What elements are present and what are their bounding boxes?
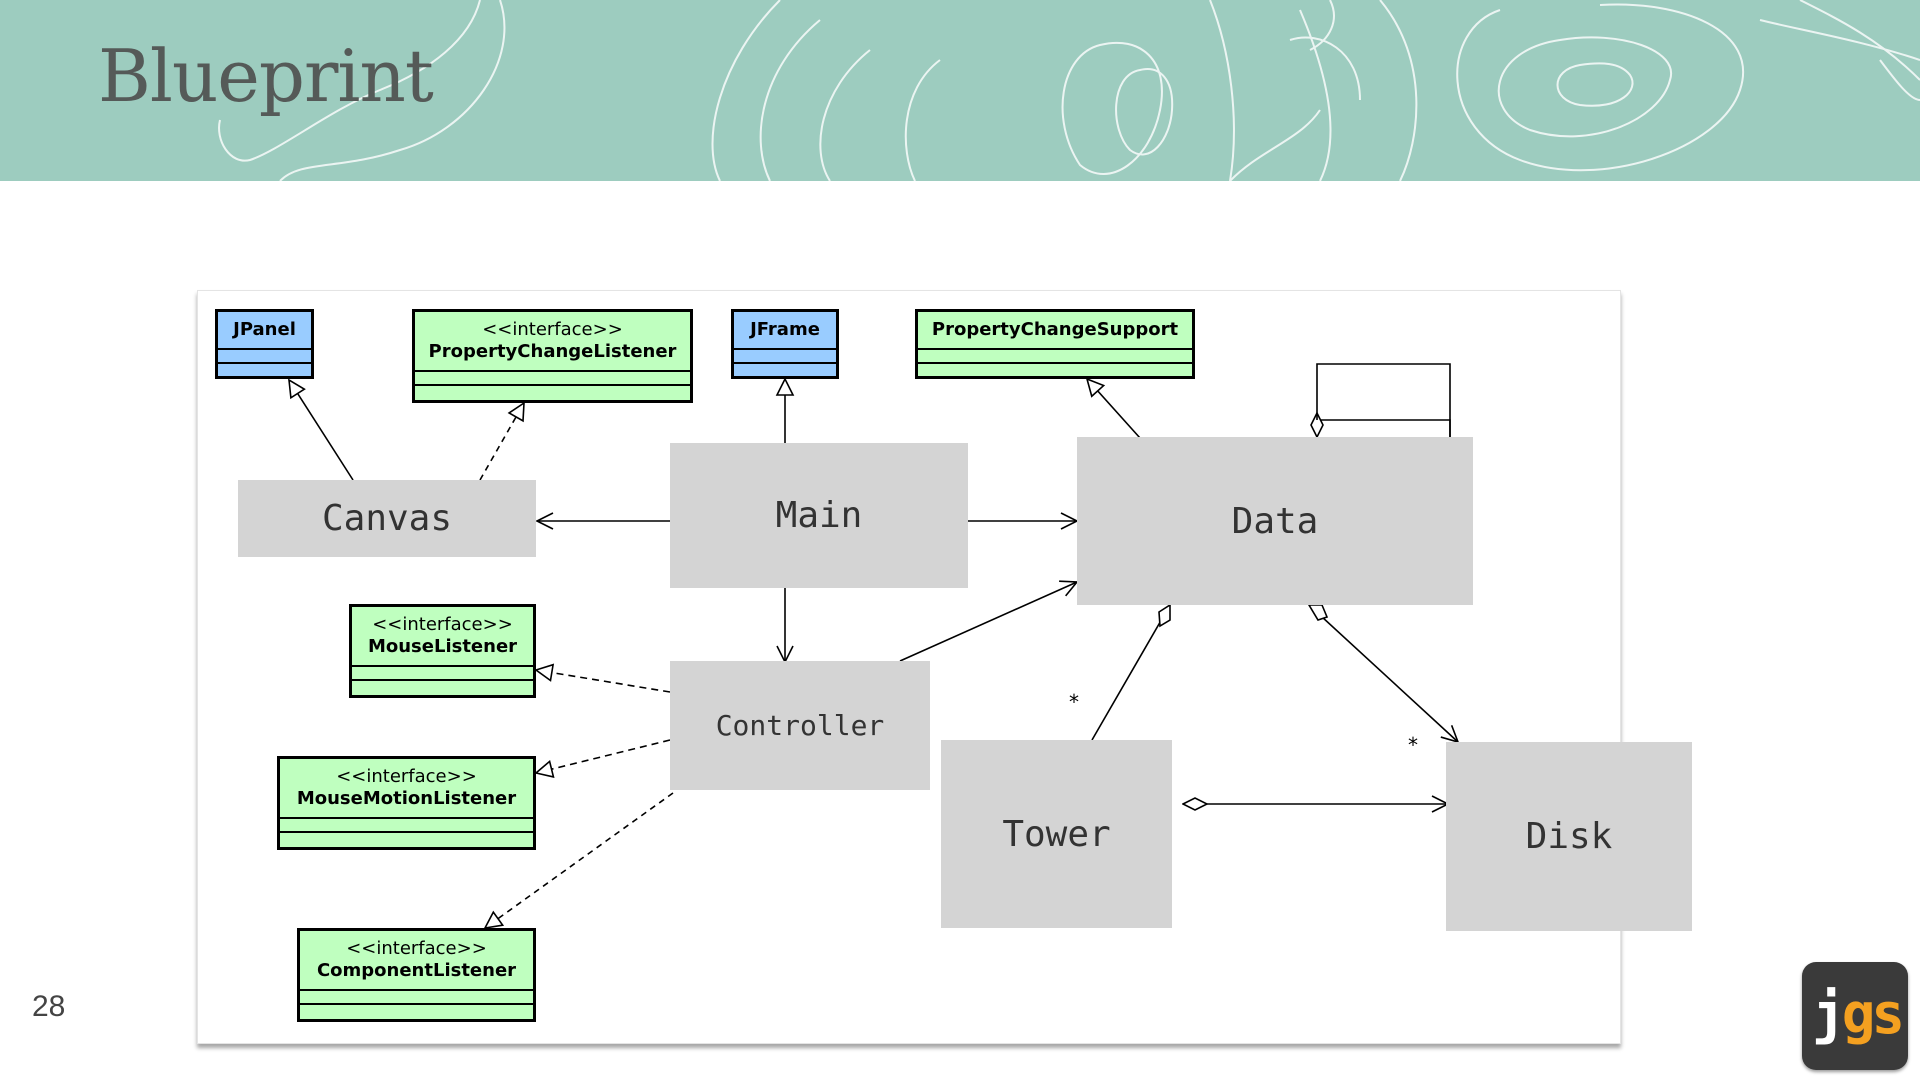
interface-property-change-listener[interactable]: <<interface>> PropertyChangeListener bbox=[412, 309, 693, 403]
class-property-change-support[interactable]: PropertyChangeSupport bbox=[915, 309, 1195, 379]
data-aggregates-tower bbox=[1091, 604, 1171, 741]
data-aggregates-disk bbox=[1308, 604, 1460, 744]
stereotype-label: <<interface>> bbox=[346, 938, 487, 959]
class-name: Controller bbox=[715, 709, 885, 742]
class-name: MouseListener bbox=[367, 636, 518, 657]
class-data[interactable]: Data bbox=[1077, 437, 1473, 605]
class-canvas[interactable]: Canvas bbox=[238, 480, 536, 557]
class-main[interactable]: Main bbox=[670, 443, 968, 588]
disk-multiplicity: * bbox=[1408, 733, 1418, 757]
logo-j: j bbox=[1812, 982, 1846, 1047]
attributes-compartment bbox=[352, 667, 533, 681]
controller-implements-componentlistener bbox=[483, 792, 674, 930]
header-banner: Blueprint bbox=[0, 0, 1920, 181]
class-name: Disk bbox=[1525, 816, 1613, 857]
attributes-compartment bbox=[300, 991, 533, 1005]
interface-mouse-listener[interactable]: <<interface>> MouseListener bbox=[349, 604, 536, 698]
class-disk[interactable]: Disk bbox=[1446, 742, 1692, 931]
controller-implements-mousemotionlistener bbox=[534, 739, 671, 779]
attributes-compartment bbox=[918, 350, 1192, 364]
controller-to-data bbox=[899, 580, 1079, 662]
topographic-pattern bbox=[218, 0, 1920, 181]
stereotype-label: <<interface>> bbox=[482, 319, 623, 340]
class-name: Canvas bbox=[321, 498, 453, 539]
class-name: MouseMotionListener bbox=[296, 788, 517, 809]
controller-implements-mouselistener bbox=[534, 663, 671, 693]
class-name: ComponentListener bbox=[316, 960, 517, 981]
class-name: Tower bbox=[1002, 813, 1111, 855]
attributes-compartment bbox=[734, 350, 836, 364]
class-name: JPanel bbox=[233, 319, 296, 340]
class-jpanel[interactable]: JPanel bbox=[215, 309, 314, 379]
canvas-extends-jpanel bbox=[288, 378, 354, 481]
jgs-logo: jgs bbox=[1802, 962, 1908, 1070]
class-name: Data bbox=[1231, 500, 1319, 542]
class-controller[interactable]: Controller bbox=[670, 661, 930, 790]
page-number: 28 bbox=[32, 990, 66, 1023]
interface-component-listener[interactable]: <<interface>> ComponentListener bbox=[297, 928, 536, 1022]
attributes-compartment bbox=[415, 372, 690, 386]
attributes-compartment bbox=[218, 350, 311, 364]
class-tower[interactable]: Tower bbox=[941, 740, 1172, 928]
slide-title: Blueprint bbox=[98, 34, 434, 118]
class-name: JFrame bbox=[750, 319, 820, 340]
class-name: PropertyChangeSupport bbox=[931, 319, 1179, 340]
logo-gs: gs bbox=[1841, 982, 1905, 1047]
attributes-compartment bbox=[280, 819, 533, 833]
data-self-aggregation bbox=[1317, 420, 1451, 437]
class-name: Main bbox=[775, 495, 863, 536]
class-name: PropertyChangeListener bbox=[428, 341, 677, 362]
canvas-implements-pcl bbox=[479, 401, 525, 481]
class-jframe[interactable]: JFrame bbox=[731, 309, 839, 379]
data-extends-pcs bbox=[1085, 377, 1141, 439]
stereotype-label: <<interface>> bbox=[336, 766, 477, 787]
stereotype-label: <<interface>> bbox=[372, 614, 513, 635]
interface-mouse-motion-listener[interactable]: <<interface>> MouseMotionListener bbox=[277, 756, 536, 850]
tower-multiplicity: * bbox=[1069, 690, 1079, 714]
